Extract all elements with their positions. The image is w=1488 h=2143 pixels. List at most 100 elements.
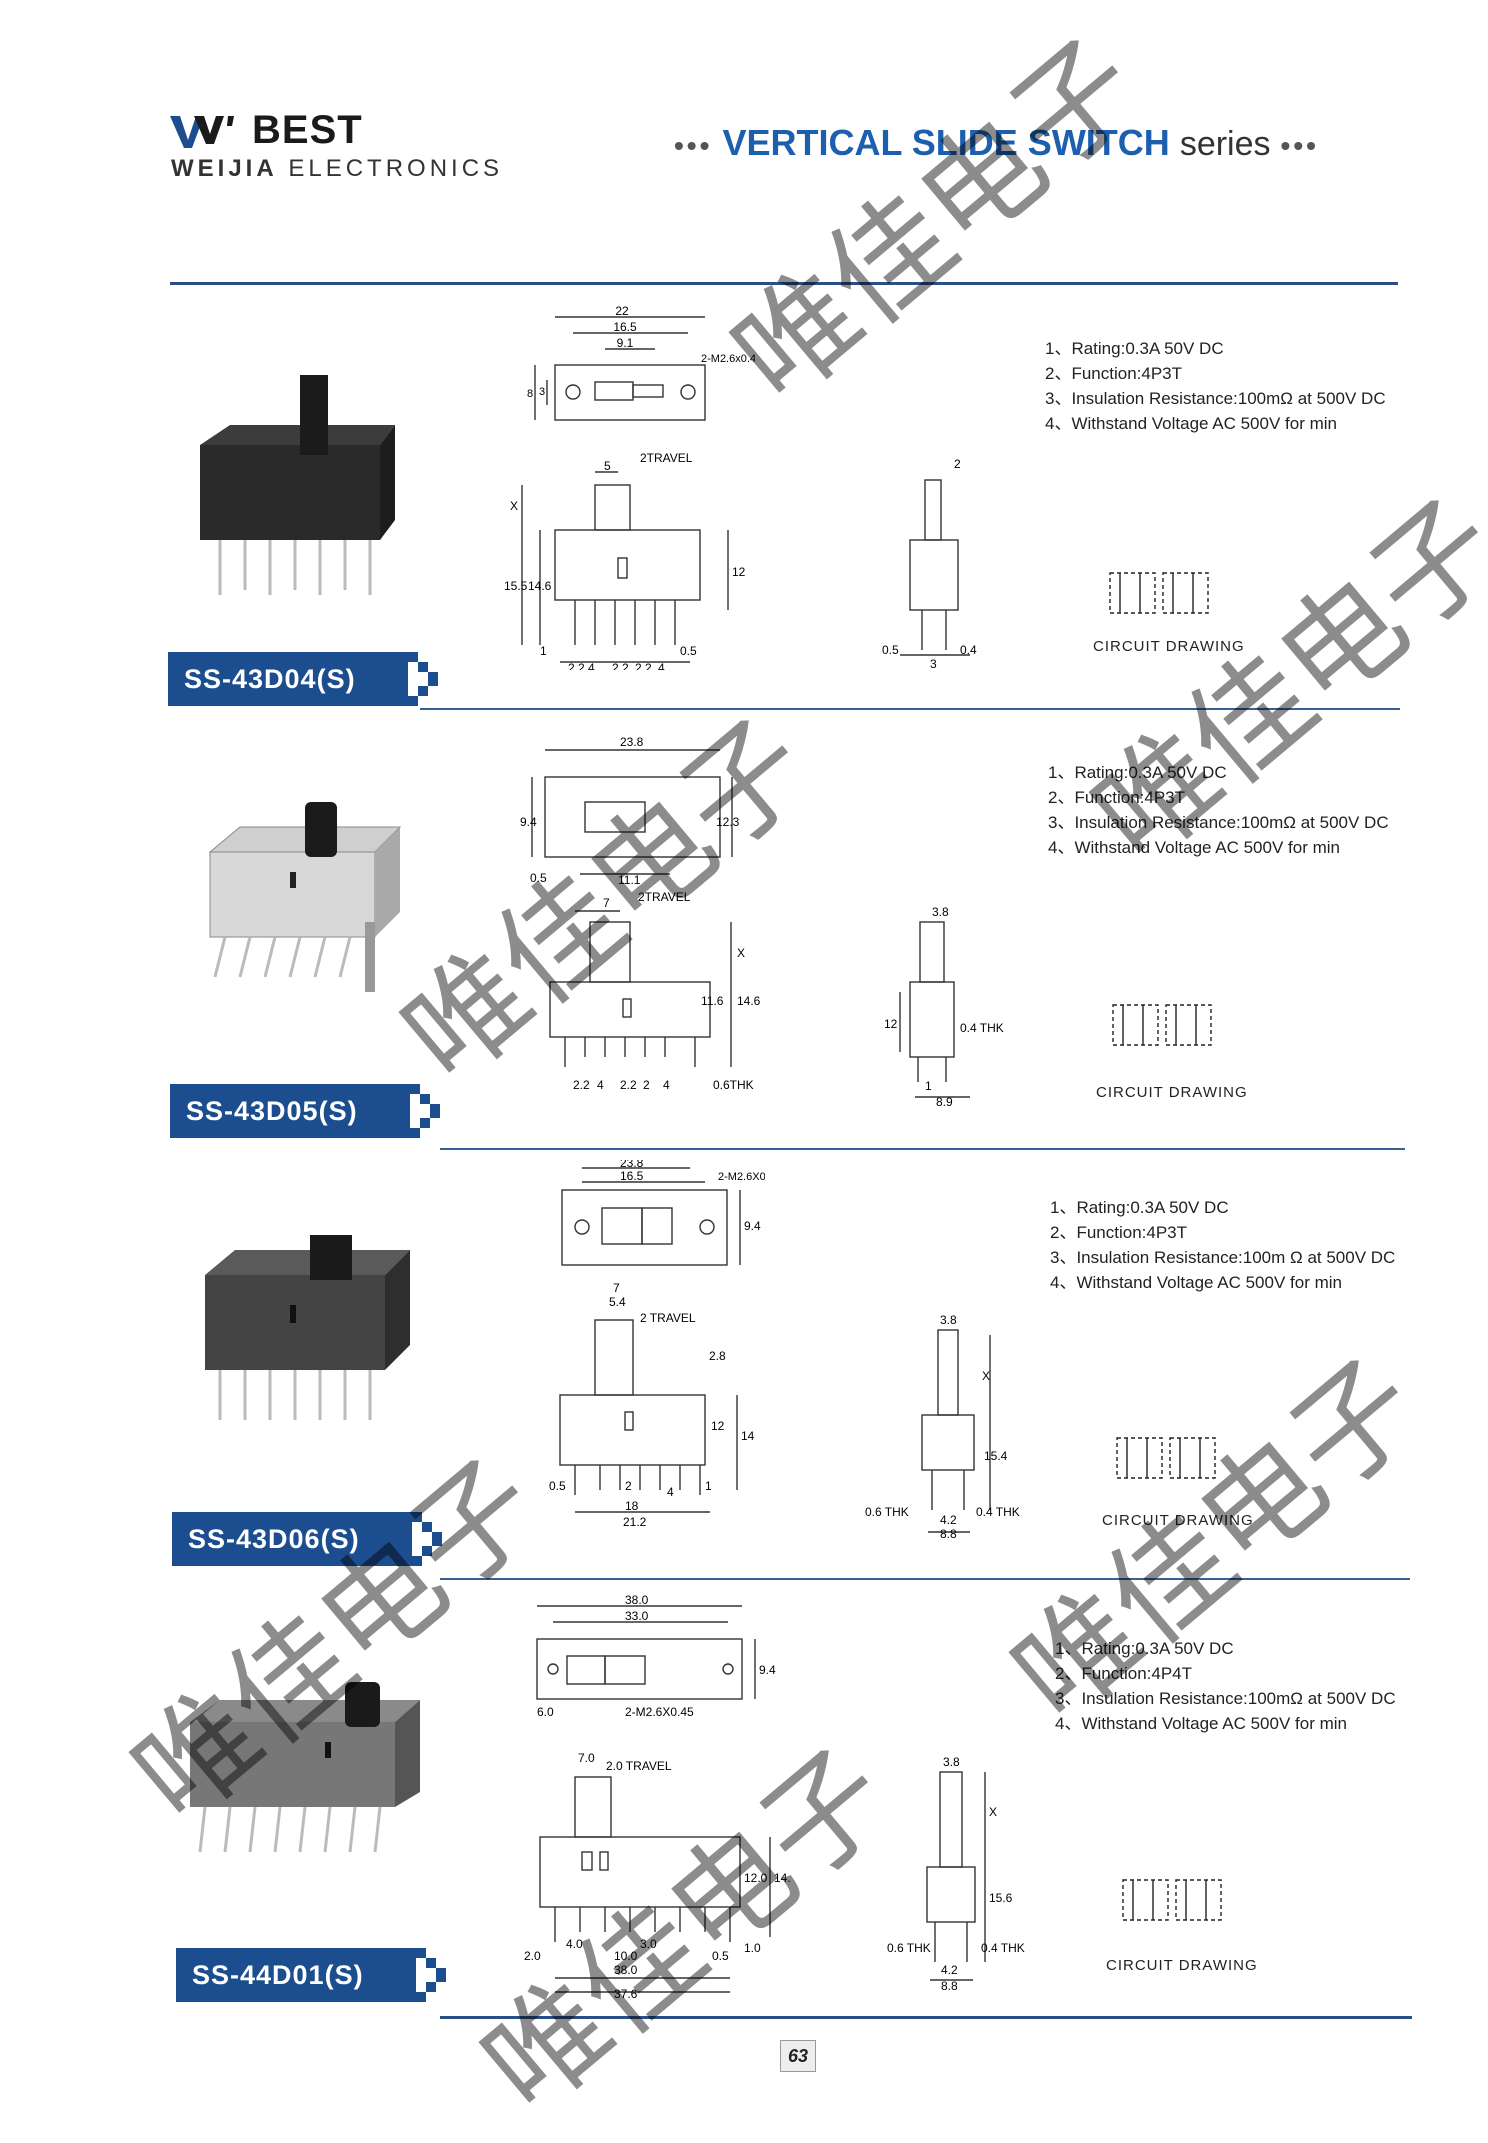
svg-text:3: 3: [930, 657, 937, 670]
svg-text:2.2: 2.2: [573, 1078, 590, 1092]
svg-text:0.6 THK: 0.6 THK: [887, 1941, 931, 1955]
svg-text:X: X: [510, 499, 518, 513]
circuit-drawing: [1109, 572, 1209, 614]
svg-text:8: 8: [527, 388, 533, 400]
svg-text:12.0: 12.0: [744, 1871, 768, 1885]
brand-logo-icon: [170, 114, 240, 150]
svg-text:1: 1: [540, 644, 547, 658]
svg-text:4: 4: [667, 1485, 674, 1499]
svg-text:8.8: 8.8: [941, 1979, 958, 1992]
svg-text:14.6: 14.6: [737, 994, 761, 1008]
svg-text:38.0: 38.0: [614, 1963, 638, 1977]
svg-text:3.0: 3.0: [640, 1937, 657, 1951]
side-view-drawing: 3.8 X 15.4 0.6 THK 0.4 THK 4.2 8.8: [865, 1313, 1020, 1540]
svg-text:21.2: 21.2: [623, 1515, 647, 1529]
tag-arrow-icon: [410, 1084, 440, 1138]
top-view-drawing: 22 16.5 9.1 2-M2.6x0.45 8 3: [527, 305, 755, 421]
svg-text:X: X: [737, 946, 745, 960]
model-tag: SS-43D05(S): [170, 1084, 410, 1138]
svg-text:4: 4: [597, 1078, 604, 1092]
section-divider: [440, 1578, 1410, 1580]
svg-text:0.5: 0.5: [530, 871, 547, 885]
brand-name: BEST: [252, 108, 363, 152]
page-title: ••• VERTICAL SLIDE SWITCH series •••: [674, 122, 1319, 163]
section-divider: [420, 708, 1400, 710]
svg-text:4: 4: [658, 661, 665, 670]
circuit-drawing: [1122, 1879, 1222, 1921]
svg-text:12: 12: [884, 1017, 898, 1031]
svg-text:15.6: 15.6: [989, 1891, 1013, 1905]
product-photo: [205, 1235, 410, 1420]
svg-text:3: 3: [539, 386, 545, 398]
svg-text:8.9: 8.9: [936, 1095, 953, 1107]
svg-text:2TRAVEL: 2TRAVEL: [638, 890, 691, 904]
circuit-drawing-label: CIRCUIT DRAWING: [1102, 1512, 1254, 1529]
side-view-drawing: 3.8 X 15.6 0.6 THK 0.4 THK 4.2 8.8: [887, 1755, 1025, 1992]
svg-text:2.2: 2.2: [620, 1078, 637, 1092]
svg-text:2-M2.6X0.45: 2-M2.6X0.45: [625, 1705, 694, 1719]
svg-text:9.4: 9.4: [520, 815, 537, 829]
svg-text:2.8: 2.8: [709, 1349, 726, 1363]
svg-text:0.5: 0.5: [882, 643, 899, 657]
tag-arrow-icon: [416, 1948, 446, 2002]
tag-arrow-icon: [412, 1512, 442, 1566]
svg-text:14.6: 14.6: [528, 579, 552, 593]
side-view-drawing: 2 0.5 0.4 3: [882, 457, 977, 670]
svg-text:0.4: 0.4: [960, 643, 977, 657]
svg-text:4.2: 4.2: [941, 1963, 958, 1977]
svg-text:2.2: 2.2: [635, 661, 652, 670]
svg-text:2.0: 2.0: [524, 1949, 541, 1963]
front-view-drawing: 2TRAVEL 5 X 15.5 14.6 12 1 0.5 2.2 4 2.2…: [504, 451, 746, 670]
product-photo: [200, 375, 395, 595]
svg-text:0.5: 0.5: [549, 1479, 566, 1493]
svg-text:2: 2: [954, 457, 961, 471]
svg-text:7.0: 7.0: [578, 1751, 595, 1765]
svg-text:11.1: 11.1: [618, 873, 641, 887]
company-name: WEIJIA ELECTRONICS: [171, 155, 504, 182]
top-view-drawing: 23.8 16.5 2-M2.6X0.45 9.4: [561, 1160, 765, 1266]
circuit-drawing-label: CIRCUIT DRAWING: [1096, 1084, 1248, 1101]
svg-text:X: X: [982, 1369, 990, 1383]
svg-text:2-M2.6x0.45: 2-M2.6x0.45: [701, 353, 755, 365]
svg-text:X: X: [989, 1805, 997, 1819]
svg-text:9.4: 9.4: [759, 1663, 776, 1677]
svg-text:4: 4: [663, 1078, 670, 1092]
svg-text:1: 1: [925, 1079, 932, 1093]
product-photo: [190, 1682, 420, 1853]
footer-divider: [440, 2016, 1412, 2019]
front-view-drawing: 7 5.4 2 TRAVEL 2.8 12 14.6 0.5 2 1 4 18 …: [549, 1281, 755, 1529]
svg-text:11.6: 11.6: [701, 994, 724, 1008]
svg-text:7: 7: [603, 896, 610, 910]
svg-text:7: 7: [613, 1281, 620, 1295]
svg-text:8.8: 8.8: [940, 1527, 957, 1540]
svg-text:2-M2.6X0.45: 2-M2.6X0.45: [718, 1171, 765, 1183]
svg-text:16.5: 16.5: [620, 1169, 644, 1183]
side-view-drawing: 3.8 12 0.4 THK 1 8.9: [884, 905, 1004, 1107]
svg-text:2.2: 2.2: [612, 661, 629, 670]
svg-text:22: 22: [615, 305, 629, 318]
svg-text:9.1: 9.1: [617, 336, 634, 350]
svg-text:2TRAVEL: 2TRAVEL: [640, 451, 693, 465]
svg-text:3.8: 3.8: [932, 905, 949, 919]
tag-arrow-icon: [408, 652, 438, 706]
svg-text:2: 2: [625, 1479, 632, 1493]
svg-text:0.4 THK: 0.4 THK: [981, 1941, 1025, 1955]
svg-text:15.5: 15.5: [504, 579, 528, 593]
circuit-drawing-label: CIRCUIT DRAWING: [1093, 638, 1245, 655]
svg-text:1: 1: [705, 1479, 712, 1493]
svg-text:4.2: 4.2: [940, 1513, 957, 1527]
svg-text:2 TRAVEL: 2 TRAVEL: [640, 1311, 696, 1325]
product-photo: [208, 802, 402, 992]
svg-text:18: 18: [625, 1499, 639, 1513]
circuit-drawing: [1112, 1004, 1212, 1046]
svg-text:1.0: 1.0: [744, 1941, 761, 1955]
svg-text:2.0 TRAVEL: 2.0 TRAVEL: [606, 1759, 672, 1773]
svg-text:14.6: 14.6: [774, 1871, 790, 1885]
svg-text:2: 2: [643, 1078, 650, 1092]
circuit-drawing: [1116, 1437, 1216, 1479]
model-tag: SS-43D06(S): [172, 1512, 412, 1566]
svg-text:33.0: 33.0: [625, 1609, 649, 1623]
